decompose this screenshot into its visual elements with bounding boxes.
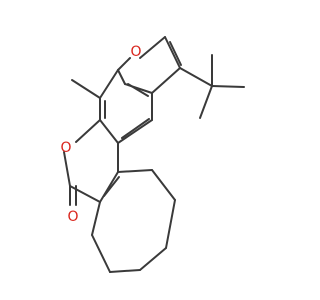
atom-labels: O O O — [60, 44, 141, 225]
bond-skeleton — [63, 36, 245, 273]
carbonyl-oxygen-label: O — [67, 209, 78, 225]
molecule-structure: O O O — [60, 36, 245, 273]
furan-oxygen-label: O — [130, 44, 141, 60]
lactone-ring-oxygen-label: O — [60, 140, 71, 156]
